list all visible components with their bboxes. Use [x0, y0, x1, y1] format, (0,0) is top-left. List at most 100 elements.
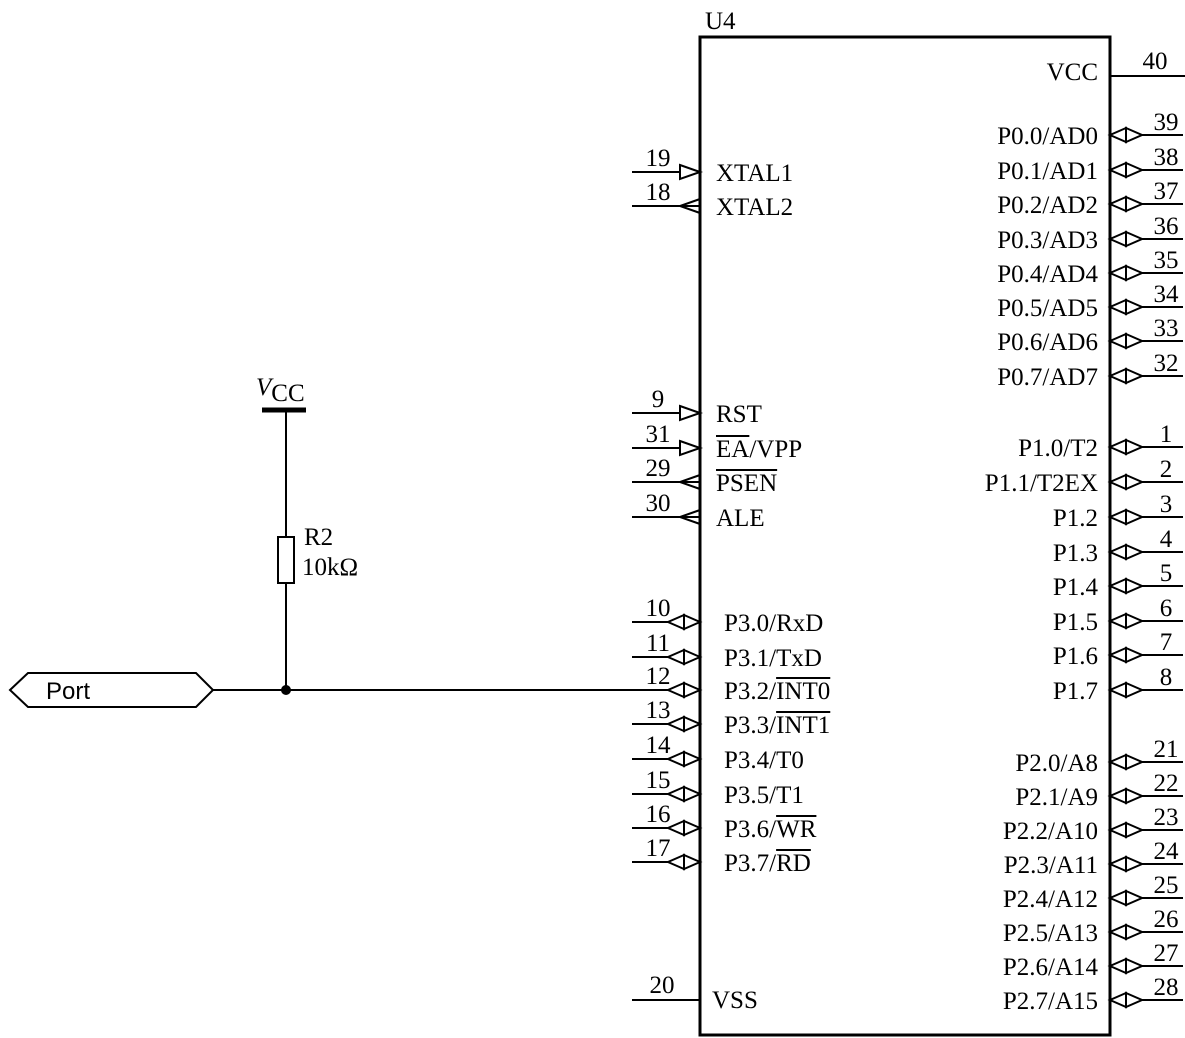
pin-number: 32	[1154, 350, 1179, 377]
pin-number: 35	[1154, 247, 1179, 274]
pin-name: P1.6	[1053, 643, 1098, 670]
bidir-arrow-icon	[1107, 753, 1127, 771]
pin-name: P1.3	[1053, 540, 1098, 567]
pin-number: 37	[1154, 178, 1179, 205]
pin-p1-6: 7P1.6	[1053, 629, 1183, 670]
pin-name: P0.6/AD6	[997, 329, 1098, 356]
pin-number: 3	[1160, 491, 1173, 518]
output-arrow-icon	[676, 474, 701, 490]
bidir-arrow-icon	[1107, 646, 1127, 664]
pin-number: 22	[1154, 770, 1179, 797]
pin-name: P3.4/T0	[724, 747, 804, 774]
pin-name: P3.6/WR	[724, 816, 817, 843]
bidir-arrow-icon	[1107, 438, 1127, 456]
pin-name: P3.7/RD	[724, 850, 811, 877]
bidir-arrow-icon	[1125, 126, 1145, 144]
bidir-arrow-icon	[1125, 612, 1145, 630]
pin-name: P0.1/AD1	[997, 158, 1098, 185]
pin-name: P0.4/AD4	[997, 261, 1098, 288]
bidir-arrow-icon	[1125, 508, 1145, 526]
left-pin-group: 19XTAL118XTAL29RST31EA/VPP29PSEN30ALE10P…	[632, 145, 831, 877]
pin-name: P2.6/A14	[1003, 954, 1099, 981]
bidir-arrow-icon	[1107, 787, 1127, 805]
pin-name: P0.0/AD0	[997, 123, 1098, 150]
bidir-arrow-icon	[1107, 264, 1127, 282]
power-pin-number: 40	[1143, 48, 1168, 75]
pin-name: P2.0/A8	[1015, 750, 1098, 777]
pin-name: P3.5/T1	[724, 782, 804, 809]
pin-name: P2.3/A11	[1004, 852, 1098, 879]
resistor-ref: R2	[304, 524, 333, 551]
bidir-arrow-icon	[1107, 161, 1127, 179]
pin-p1-1-t2ex: 2P1.1/T2EX	[985, 456, 1183, 497]
pin-name: P2.2/A10	[1003, 818, 1098, 845]
bidir-arrow-icon	[1125, 298, 1145, 316]
bidir-arrow-icon	[1107, 855, 1127, 873]
bidir-arrow-icon	[1125, 473, 1145, 491]
pin-name: P0.2/AD2	[997, 192, 1098, 219]
pin-name: P3.2/INT0	[724, 678, 830, 705]
pin-name: P2.1/A9	[1015, 784, 1098, 811]
pin-name: P2.5/A13	[1003, 920, 1098, 947]
bidir-arrow-icon	[1125, 923, 1145, 941]
pin-name: P2.4/A12	[1003, 886, 1098, 913]
pin-number: 15	[646, 767, 671, 794]
pin-number: 4	[1160, 526, 1173, 553]
bidir-arrow-icon	[1125, 264, 1145, 282]
bidir-arrow-icon	[1107, 821, 1127, 839]
pin-number: 25	[1154, 872, 1179, 899]
pin-number: 14	[646, 732, 672, 759]
chip-ref: U4	[705, 8, 736, 35]
pin-name: P1.1/T2EX	[985, 470, 1098, 497]
bidir-arrow-icon	[1107, 889, 1127, 907]
pin-number: 18	[646, 179, 671, 206]
bidir-arrow-icon	[683, 648, 703, 666]
resistor-value: 10kΩ	[302, 554, 358, 581]
right-pin-group: 39P0.0/AD038P0.1/AD137P0.2/AD236P0.3/AD3…	[985, 109, 1183, 1015]
pin-number: 8	[1160, 664, 1173, 691]
bidir-arrow-icon	[1107, 681, 1127, 699]
pin-number: 11	[646, 630, 670, 657]
pin-number: 34	[1154, 281, 1180, 308]
bidir-arrow-icon	[1107, 126, 1127, 144]
pin-name: RST	[716, 401, 762, 428]
bidir-arrow-icon	[1125, 195, 1145, 213]
pin-name: XTAL1	[716, 160, 793, 187]
pin-number: 24	[1154, 838, 1180, 865]
bidir-arrow-icon	[1107, 367, 1127, 385]
pin-number: 30	[646, 490, 671, 517]
bidir-arrow-icon	[1125, 889, 1145, 907]
power-pin-name: VCC	[1047, 59, 1098, 86]
bidir-arrow-icon	[1125, 367, 1145, 385]
pin-name: P2.7/A15	[1003, 988, 1098, 1015]
bidir-arrow-icon	[1107, 332, 1127, 350]
pin-number: 17	[646, 835, 671, 862]
pin-name: P0.5/AD5	[997, 295, 1098, 322]
bidir-arrow-icon	[1125, 438, 1145, 456]
output-arrow-icon	[676, 509, 701, 525]
bidir-arrow-icon	[683, 750, 703, 768]
bidir-arrow-icon	[1125, 821, 1145, 839]
pin-number: 21	[1154, 736, 1179, 763]
vcc-label: VCC	[256, 374, 305, 407]
pin-name: EA/VPP	[716, 436, 802, 463]
pin-number: 29	[646, 455, 671, 482]
pin-number: 39	[1154, 109, 1179, 136]
pin-number: 12	[646, 663, 671, 690]
